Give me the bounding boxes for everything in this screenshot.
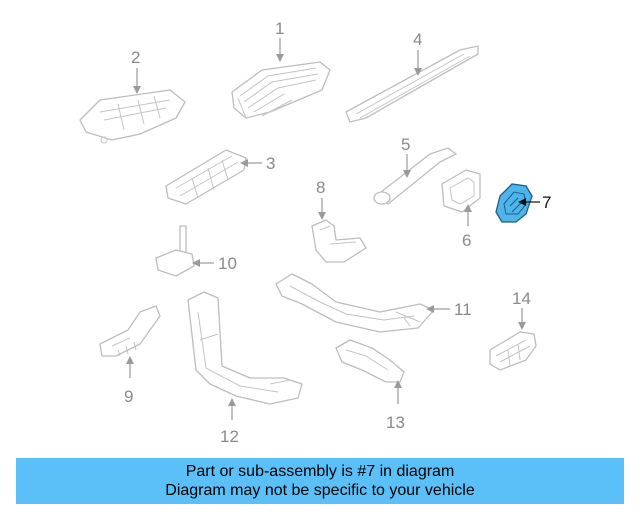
callout-8: 8 xyxy=(316,178,326,220)
svg-text:7: 7 xyxy=(542,193,551,212)
svg-text:5: 5 xyxy=(401,135,410,154)
part-4[interactable] xyxy=(345,45,479,123)
svg-text:9: 9 xyxy=(124,387,133,406)
part-11[interactable] xyxy=(275,273,435,333)
callout-13: 13 xyxy=(386,380,405,432)
callout-7: 7 xyxy=(518,193,551,212)
part-2[interactable] xyxy=(79,89,186,144)
callout-1: 1 xyxy=(275,19,284,62)
callout-5: 5 xyxy=(401,135,411,178)
info-banner: Part or sub-assembly is #7 in diagram Di… xyxy=(16,458,624,504)
svg-text:8: 8 xyxy=(316,178,325,197)
part-12[interactable] xyxy=(187,291,303,405)
callout-9: 9 xyxy=(124,356,134,406)
callout-3: 3 xyxy=(240,154,275,173)
svg-text:2: 2 xyxy=(131,48,140,67)
svg-text:10: 10 xyxy=(218,254,237,273)
svg-text:13: 13 xyxy=(386,413,405,432)
svg-text:12: 12 xyxy=(220,427,239,446)
part-7-highlighted[interactable] xyxy=(495,183,533,223)
callout-12: 12 xyxy=(220,398,239,446)
callout-6: 6 xyxy=(462,204,472,250)
callout-4: 4 xyxy=(413,30,422,76)
callout-10: 10 xyxy=(192,254,237,273)
callout-14: 14 xyxy=(512,289,531,330)
part-8[interactable] xyxy=(311,219,367,263)
svg-text:11: 11 xyxy=(454,300,472,319)
part-5[interactable] xyxy=(373,147,457,205)
part-1[interactable] xyxy=(231,61,331,119)
svg-text:4: 4 xyxy=(413,30,422,49)
part-6[interactable] xyxy=(441,169,481,213)
callout-11: 11 xyxy=(426,300,472,319)
part-9[interactable] xyxy=(99,305,161,357)
svg-text:14: 14 xyxy=(512,289,531,308)
callout-2: 2 xyxy=(131,48,141,94)
svg-text:3: 3 xyxy=(266,154,275,173)
part-10[interactable] xyxy=(155,225,195,277)
banner-line-2: Diagram may not be specific to your vehi… xyxy=(165,482,475,499)
part-3[interactable] xyxy=(165,149,247,205)
svg-text:1: 1 xyxy=(275,19,284,38)
part-14[interactable] xyxy=(489,331,537,371)
banner-line-1: Part or sub-assembly is #7 in diagram xyxy=(185,463,455,480)
svg-text:6: 6 xyxy=(462,231,471,250)
part-13[interactable] xyxy=(335,339,405,383)
